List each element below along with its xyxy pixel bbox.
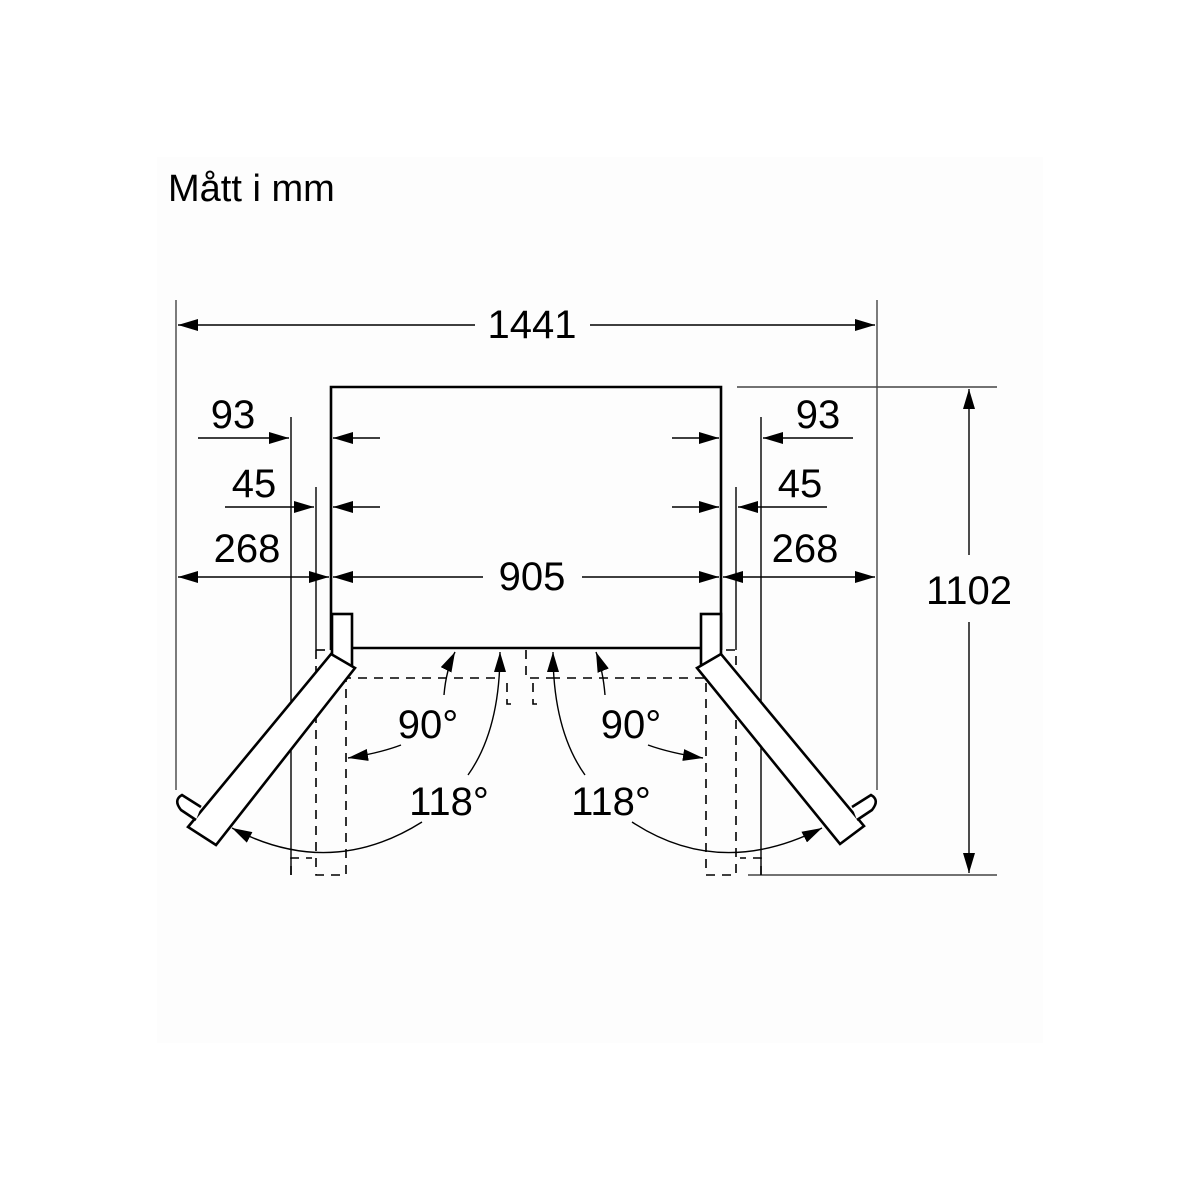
dimension-right-268: 268 [723, 527, 875, 583]
dimension-depth: 1102 [926, 389, 1012, 873]
label-left-90: 90° [398, 703, 459, 747]
clearance-extension-lines [290, 386, 997, 876]
dimension-left-93: 93 [198, 393, 380, 444]
dimension-overall-width: 1441 [175, 300, 878, 790]
label-overall-width: 1441 [488, 303, 577, 347]
label-left-45: 45 [232, 462, 277, 506]
drawing-panel [157, 157, 1043, 1043]
dimension-left-268: 268 [178, 527, 329, 583]
left-door-handle [175, 793, 202, 822]
label-left-118: 118° [409, 780, 489, 824]
dimension-right-45: 45 [672, 462, 827, 513]
label-right-268: 268 [772, 527, 839, 571]
label-left-93: 93 [211, 393, 256, 437]
label-cabinet-width: 905 [499, 555, 566, 599]
right-door-handle [851, 793, 878, 822]
left-door [175, 612, 357, 847]
door-90-degree-outlines [290, 649, 762, 876]
dimension-cabinet-width: 905 [333, 555, 719, 599]
label-right-90: 90° [601, 703, 662, 747]
right-door [695, 612, 878, 846]
label-right-118: 118° [571, 780, 651, 824]
dimension-left-45: 45 [225, 462, 380, 513]
label-left-268: 268 [214, 527, 281, 571]
label-right-93: 93 [796, 393, 841, 437]
angle-arcs [231, 651, 823, 854]
dimension-right-93: 93 [672, 393, 853, 444]
label-right-45: 45 [778, 462, 823, 506]
fridge-cabinet [329, 385, 723, 650]
page-title: Mått i mm [168, 168, 335, 210]
label-depth: 1102 [926, 569, 1012, 613]
